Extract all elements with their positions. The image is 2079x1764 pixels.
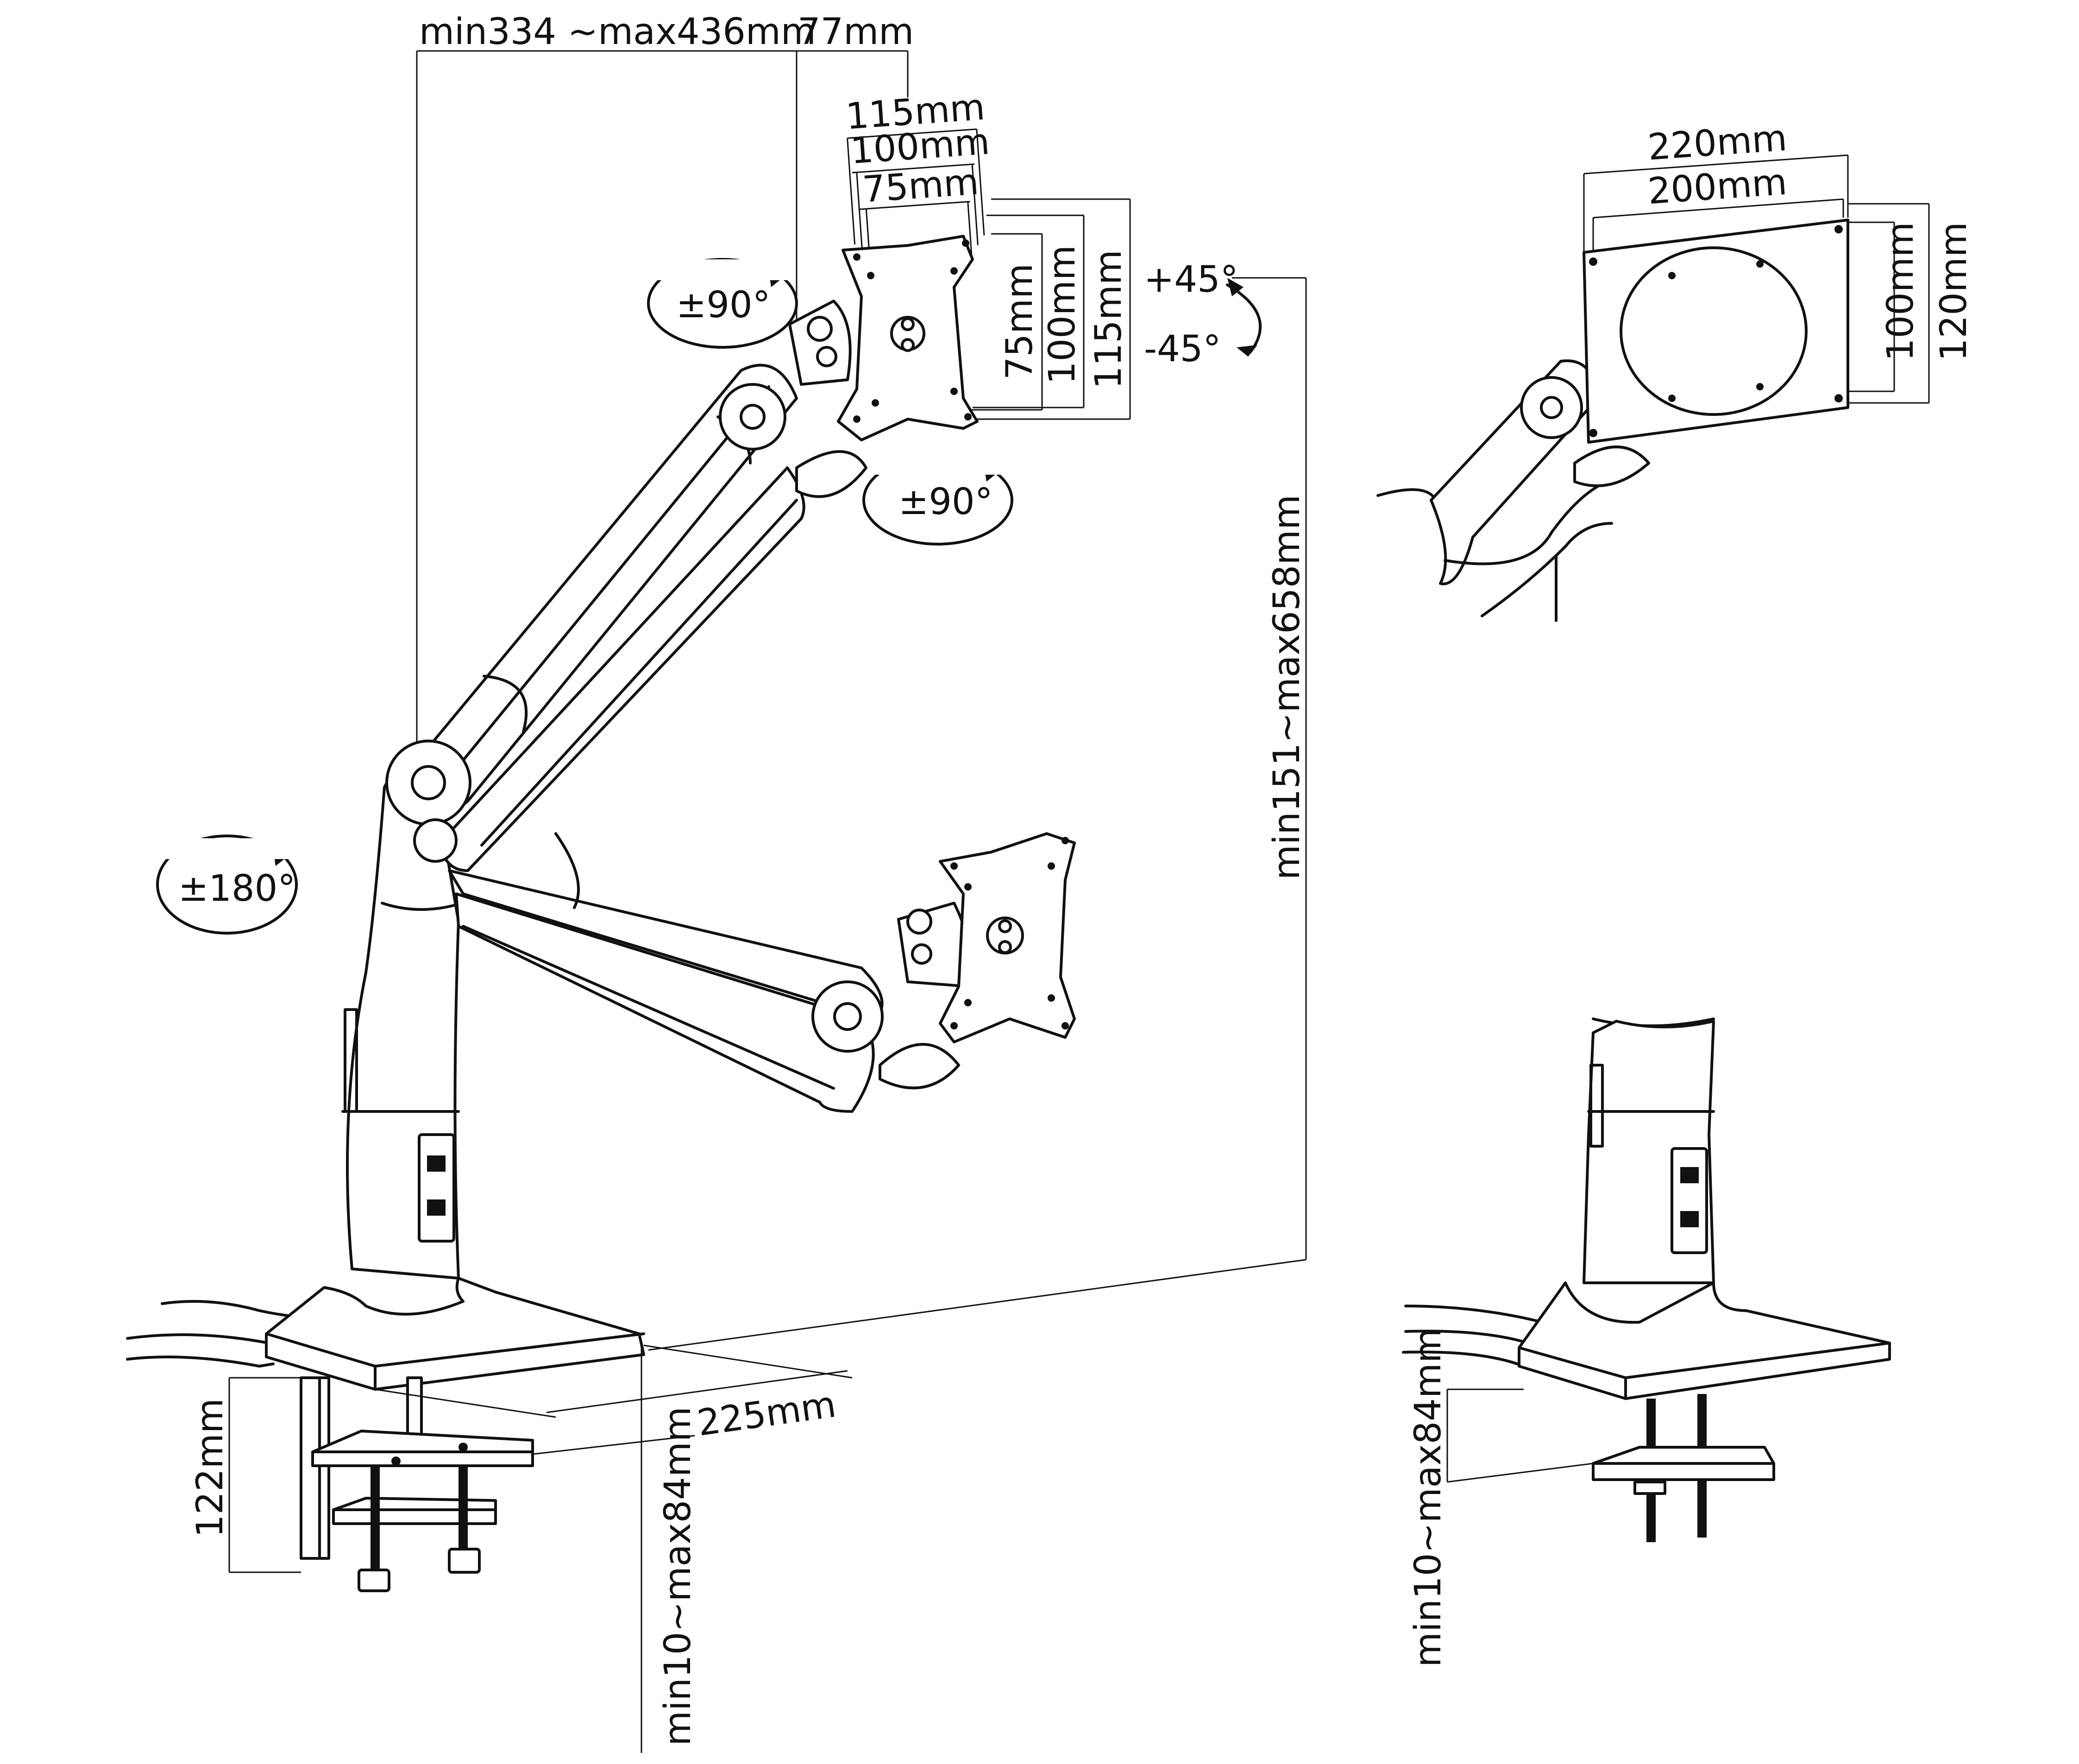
pivot-offset-label: 77mm bbox=[798, 11, 914, 53]
pole-rotation-label: ±180° bbox=[178, 868, 295, 910]
monitor-arm-main bbox=[126, 235, 1076, 1592]
vesa-small-height-dims: 75mm 100mm 115mm bbox=[963, 198, 1131, 420]
vesa-small-w-75-label: 75mm bbox=[861, 161, 980, 211]
head-rotation-top-label: ±90° bbox=[676, 284, 771, 326]
clamp-height-label: 122mm bbox=[189, 1398, 231, 1538]
tilt-down-label: -45° bbox=[1144, 328, 1221, 370]
vesa-large-w-200-label: 200mm bbox=[1646, 161, 1788, 213]
grommet-detail: min10~max84mm bbox=[1402, 1017, 1891, 1667]
vesa-small-w-115-label: 115mm bbox=[844, 87, 986, 138]
base-depth-label: 225mm bbox=[695, 1384, 838, 1444]
vesa-large-w-220-label: 220mm bbox=[1646, 117, 1788, 169]
height-range-label: min151~max658mm bbox=[1266, 495, 1308, 880]
vesa-small-w-100-label: 100mm bbox=[849, 121, 991, 172]
vesa-small-width-dims: 115mm 100mm 75mm bbox=[844, 87, 991, 262]
head-rotation-bottom-label: ±90° bbox=[898, 481, 993, 523]
tilt-up-label: +45° bbox=[1144, 259, 1238, 301]
large-vesa-detail: 220mm 200mm 100mm 120mm bbox=[1376, 117, 1975, 622]
desk-thickness-clamp-label: min10~max84mm bbox=[657, 1406, 699, 1746]
vesa-small-h-75-label: 75mm bbox=[999, 264, 1041, 380]
height-dimension: min151~max658mm bbox=[648, 278, 1308, 1351]
clamp-height-dimension: 122mm bbox=[189, 1377, 301, 1573]
desk-thickness-clamp-dimension: min10~max84mm bbox=[532, 1348, 699, 1753]
tilt-indicator: +45° -45° bbox=[1144, 259, 1306, 370]
vesa-large-h-100-label: 100mm bbox=[1880, 222, 1922, 361]
vesa-large-h-120-label: 120mm bbox=[1933, 222, 1975, 361]
vesa-small-h-115-label: 115mm bbox=[1088, 250, 1130, 389]
head-rotation-bottom: ±90° bbox=[862, 454, 1013, 546]
arm-reach-label: min334 ~max436mm bbox=[419, 11, 816, 53]
arm-reach-dimension: min334 ~max436mm 77mm bbox=[416, 11, 914, 750]
vesa-small-h-100-label: 100mm bbox=[1042, 245, 1083, 384]
desk-thickness-grommet-label: min10~max84mm bbox=[1407, 1328, 1449, 1667]
head-rotation-top: ±90° bbox=[647, 258, 798, 349]
pole-rotation: ±180° bbox=[156, 835, 298, 935]
